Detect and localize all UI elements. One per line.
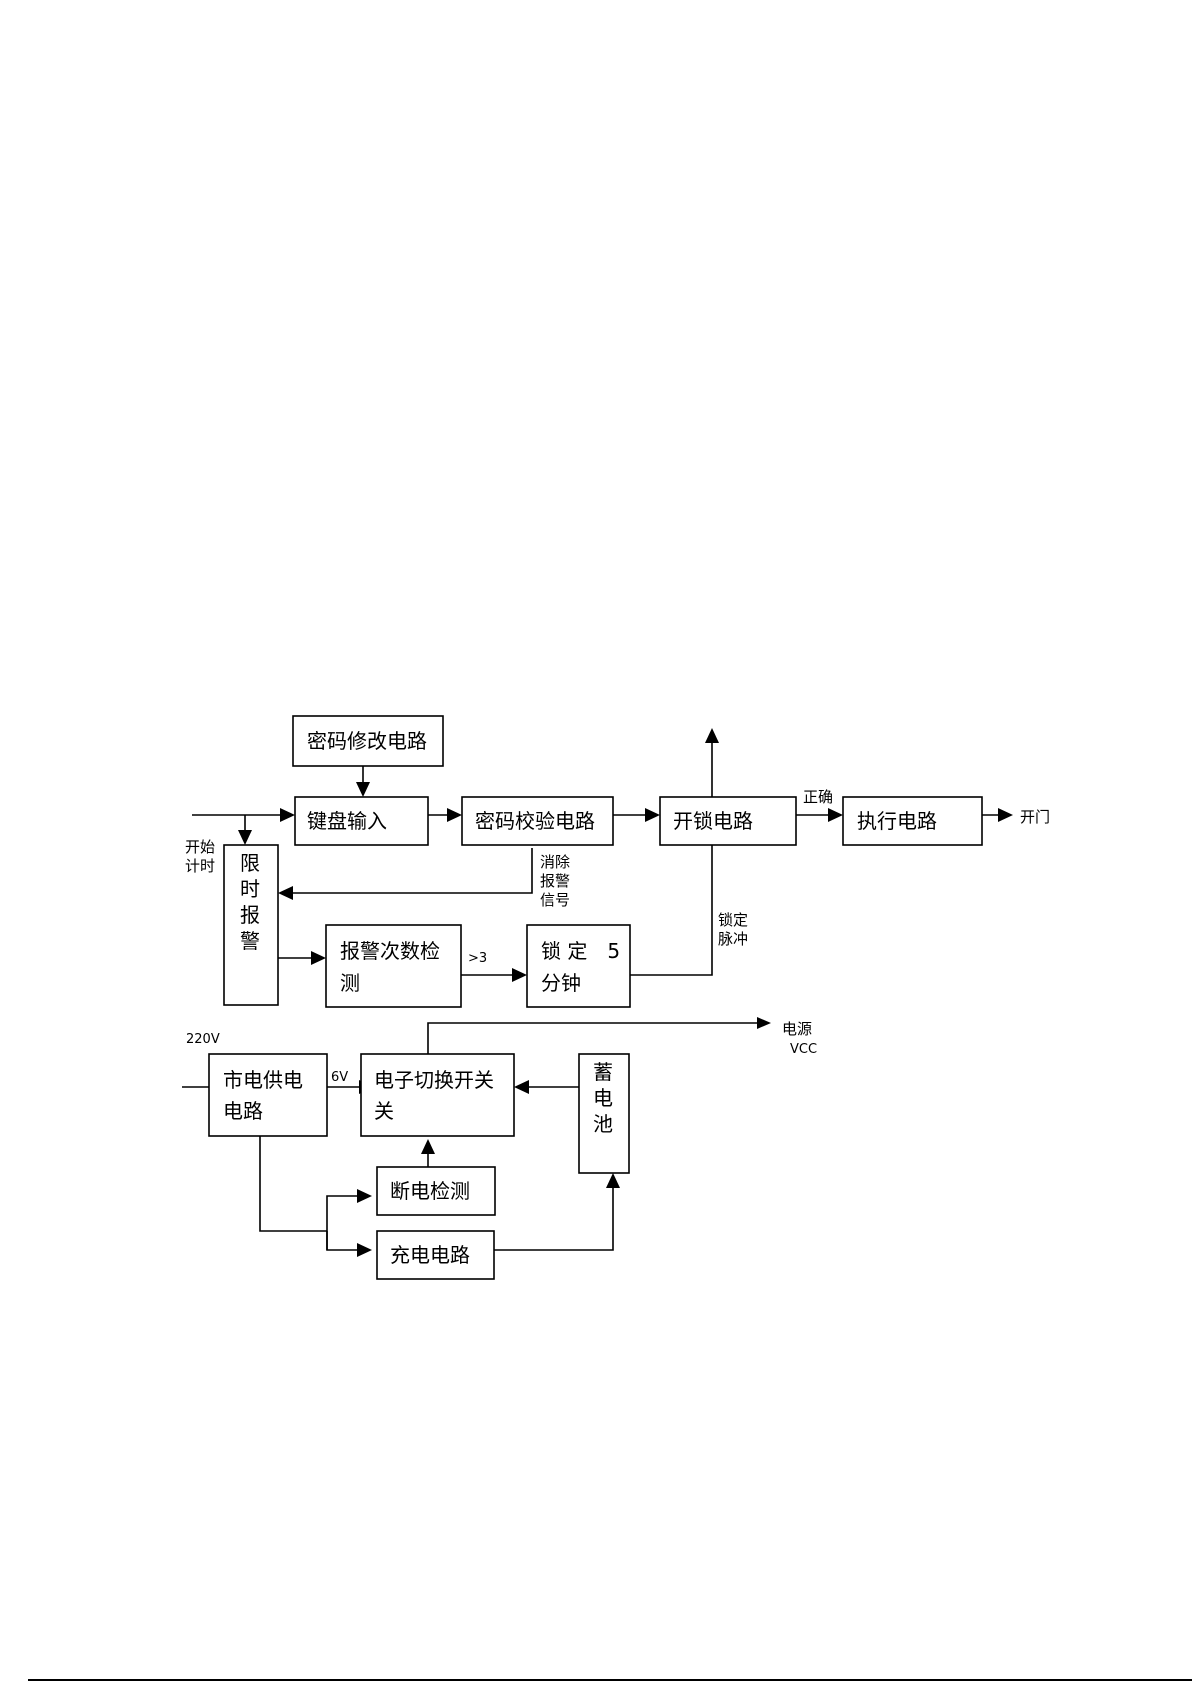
battery-char: 电 <box>593 1086 613 1110</box>
box-alarm-count-detect: 报警次数检 测 <box>326 925 461 1007</box>
unlock-circuit-label: 开锁电路 <box>673 809 753 833</box>
charging-circuit-label: 充电电路 <box>390 1243 470 1267</box>
arrowhead <box>357 1189 372 1203</box>
limit-alarm-char: 报 <box>240 903 260 927</box>
arrowhead <box>311 951 326 965</box>
box-mains-supply-circuit: 市电供电 电路 <box>209 1054 327 1136</box>
box-execute-circuit: 执行电路 <box>843 797 982 845</box>
switch-line-2: 关 <box>374 1099 394 1123</box>
wire-mains-branch <box>260 1136 327 1231</box>
lock5-line-2: 分钟 <box>541 971 581 995</box>
arrowhead <box>278 886 293 900</box>
password-verify-label: 密码校验电路 <box>475 809 595 833</box>
label-6v: 6V <box>331 1070 348 1085</box>
wire-lock-pulse <box>630 741 712 975</box>
arrowhead <box>356 782 370 797</box>
execute-circuit-label: 执行电路 <box>857 809 937 833</box>
mains-line-1: 市电供电 <box>223 1068 303 1092</box>
label-clear-alarm-3: 信号 <box>540 891 570 909</box>
box-power-failure-detect: 断电检测 <box>377 1167 495 1215</box>
wire-charge-to-battery <box>494 1186 613 1250</box>
box-keyboard-input: 键盘输入 <box>295 797 428 845</box>
arrowhead <box>757 1017 771 1029</box>
label-correct: 正确 <box>803 788 833 806</box>
arrowhead <box>828 808 843 822</box>
arrowhead <box>421 1139 435 1154</box>
wire-clear-alarm <box>291 848 532 893</box>
alarm-count-line-2: 测 <box>340 971 360 995</box>
wire-branch-charge <box>327 1231 359 1250</box>
label-greater-than-3: >3 <box>468 951 487 966</box>
keyboard-input-label: 键盘输入 <box>307 809 387 833</box>
box-battery: 蓄 电 池 <box>579 1054 629 1173</box>
wire-branch-detect <box>327 1196 359 1250</box>
arrowhead <box>606 1173 620 1188</box>
arrowhead <box>514 1080 529 1094</box>
arrowhead <box>645 808 660 822</box>
arrowhead <box>447 808 462 822</box>
label-open-door: 开门 <box>1020 808 1050 826</box>
label-start-timing-2: 计时 <box>185 857 215 875</box>
label-220v: 220V <box>186 1032 220 1047</box>
box-password-modify-circuit: 密码修改电路 <box>293 716 443 766</box>
label-lock-pulse-1: 锁定 <box>718 911 748 929</box>
label-clear-alarm-1: 消除 <box>540 853 570 871</box>
wire-switch-to-vcc <box>428 1023 760 1054</box>
switch-line-1: 电子切换开关 <box>374 1068 494 1092</box>
arrowhead <box>998 808 1013 822</box>
box-charging-circuit: 充电电路 <box>377 1231 494 1279</box>
arrowhead <box>357 1243 372 1257</box>
arrowhead <box>705 728 719 743</box>
label-power-1: 电源 <box>782 1020 812 1038</box>
power-detect-label: 断电检测 <box>390 1179 470 1203</box>
label-lock-pulse-2: 脉冲 <box>718 930 748 948</box>
arrowhead <box>280 808 295 822</box>
box-unlock-circuit: 开锁电路 <box>660 797 796 845</box>
alarm-count-line-1: 报警次数检 <box>340 939 440 963</box>
label-clear-alarm-2: 报警 <box>540 872 570 890</box>
mains-line-2: 电路 <box>223 1099 263 1123</box>
label-start-timing-1: 开始 <box>185 838 215 856</box>
arrowhead <box>238 830 252 845</box>
box-password-verify-circuit: 密码校验电路 <box>462 797 613 845</box>
password-modify-label: 密码修改电路 <box>307 729 427 753</box>
limit-alarm-char: 警 <box>240 929 260 953</box>
box-limit-time-alarm: 限 时 报 警 <box>224 845 278 1005</box>
limit-alarm-char: 限 <box>240 851 260 875</box>
battery-char: 池 <box>593 1112 613 1136</box>
page-bottom-rule <box>28 1679 1192 1681</box>
box-lock-5-minutes: 锁 定 5 分钟 <box>527 925 630 1007</box>
arrowhead <box>512 968 527 982</box>
label-power-vcc: VCC <box>790 1042 817 1057</box>
lock5-line-1: 锁 定 5 <box>541 939 620 963</box>
limit-alarm-char: 时 <box>240 877 260 901</box>
battery-char: 蓄 <box>593 1060 613 1084</box>
box-electronic-switch: 电子切换开关 关 <box>361 1054 514 1136</box>
